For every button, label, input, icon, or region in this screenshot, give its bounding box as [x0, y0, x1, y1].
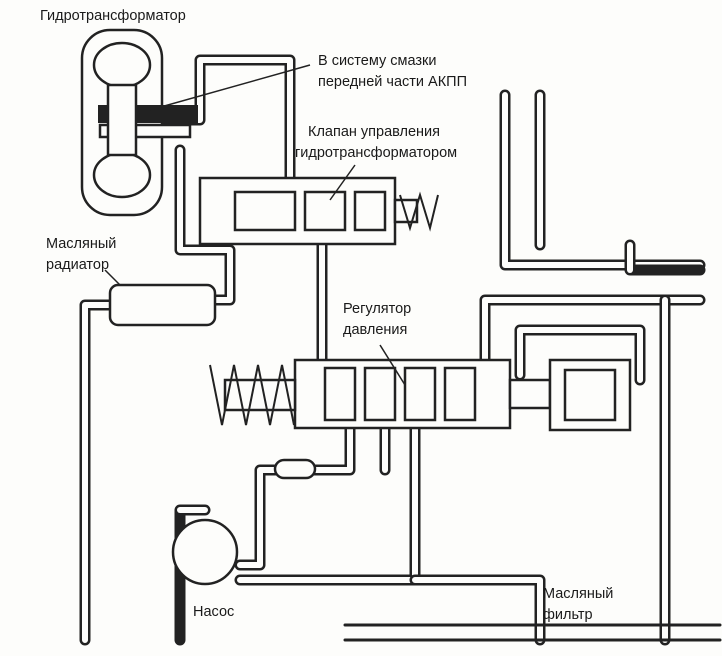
label-lubrication-2: передней части АКПП — [318, 74, 467, 90]
right-upper-line-a — [499, 89, 706, 271]
right-upper-line-c — [624, 239, 706, 276]
pressure-regulator-valve — [209, 344, 632, 432]
torque-converter — [80, 28, 198, 217]
cooler-outlet-line — [79, 299, 116, 646]
converter-control-valve — [198, 164, 439, 246]
label-oil-filter-2: фильтр — [543, 607, 593, 623]
oil-cooler — [104, 269, 217, 327]
hydraulic-lines — [79, 54, 706, 646]
label-oil-cooler-1: Масляный — [46, 236, 116, 252]
labels: Гидротрансформатор В систему смазки пере… — [40, 8, 613, 623]
label-converter-valve-1: Клапан управления — [308, 124, 440, 140]
lubrication-leader — [149, 64, 311, 111]
label-oil-filter-1: Масляный — [543, 586, 613, 602]
label-pressure-regulator-1: Регулятор — [343, 301, 411, 317]
filter-outlet-line — [409, 574, 546, 646]
label-pump: Насос — [193, 604, 234, 620]
regulator-spring — [209, 364, 295, 426]
label-torque-converter: Гидротрансформатор — [40, 8, 186, 24]
label-lubrication-1: В систему смазки — [318, 53, 436, 69]
label-converter-valve-2: гидротрансформатором — [295, 145, 457, 161]
pump-outlet-line — [234, 419, 356, 571]
oil-pump — [171, 518, 239, 586]
valve-spring — [399, 191, 439, 232]
label-pressure-regulator-2: давления — [343, 322, 407, 338]
oil-filter-base — [273, 458, 722, 642]
label-oil-cooler-2: радиатор — [46, 257, 109, 273]
